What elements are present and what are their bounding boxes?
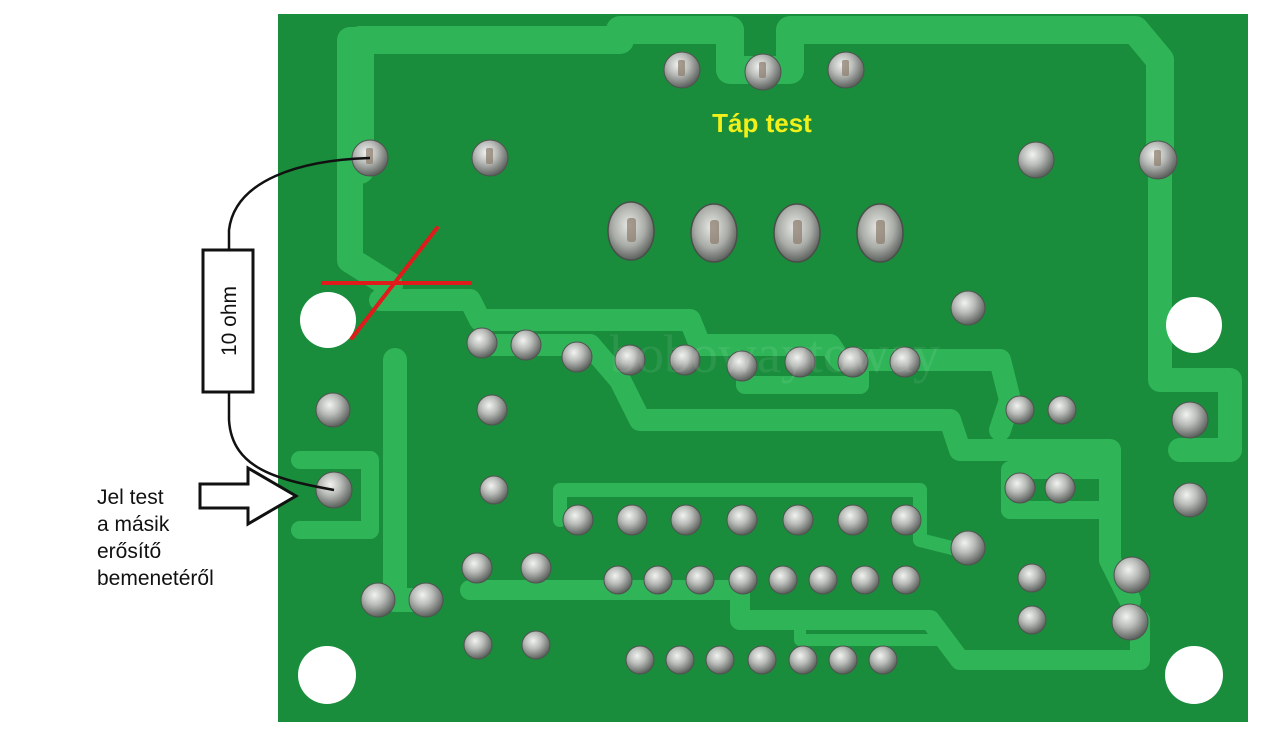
solder-pad	[1017, 563, 1047, 593]
solder-pad	[561, 341, 593, 373]
solder-pad	[461, 552, 493, 584]
solder-pad	[315, 392, 351, 428]
solder-pad	[747, 645, 777, 675]
solder-pad	[1017, 141, 1055, 179]
solder-pad	[726, 504, 758, 536]
pad-pins	[366, 60, 1161, 244]
solder-pad	[625, 645, 655, 675]
watermark: bobowaytoway	[610, 324, 940, 384]
component-lead	[627, 218, 636, 242]
solder-pad	[808, 565, 838, 595]
solder-pad	[1111, 603, 1149, 641]
solder-pad	[670, 504, 702, 536]
solder-pad	[643, 565, 673, 595]
solder-pad	[782, 504, 814, 536]
solder-pad	[1044, 472, 1076, 504]
solder-pad	[479, 475, 509, 505]
component-lead	[678, 60, 685, 76]
solder-pad	[616, 504, 648, 536]
component-lead	[486, 148, 493, 164]
solder-pad	[1017, 605, 1047, 635]
solder-pad	[1172, 482, 1208, 518]
solder-pad	[520, 552, 552, 584]
mounting-hole	[1165, 646, 1223, 704]
solder-pad	[705, 645, 735, 675]
component-lead	[793, 220, 802, 244]
solder-pad	[1113, 556, 1151, 594]
solder-pad	[950, 530, 986, 566]
solder-pad	[828, 645, 858, 675]
note-line: a másik	[97, 513, 170, 536]
solder-pad	[768, 565, 798, 595]
solder-pad	[726, 350, 758, 382]
component-lead	[759, 62, 766, 78]
component-lead	[366, 148, 373, 164]
solder-pad	[890, 504, 922, 536]
solder-pad	[1171, 401, 1209, 439]
solder-pad	[603, 565, 633, 595]
solder-pad	[784, 346, 816, 378]
solder-pad	[1004, 472, 1036, 504]
solder-pad	[476, 394, 508, 426]
solder-pad	[868, 645, 898, 675]
resistor-label: 10 ohm	[218, 286, 241, 356]
mounting-hole	[300, 292, 356, 348]
solder-pad	[837, 346, 869, 378]
solder-pad	[850, 565, 880, 595]
arrow-icon	[198, 465, 299, 527]
solder-pad	[728, 565, 758, 595]
solder-pad	[837, 504, 869, 536]
component-lead	[710, 220, 719, 244]
note-line: erősítő	[97, 540, 162, 563]
resistor-wire	[227, 156, 371, 492]
solder-pad	[950, 290, 986, 326]
solder-pad	[360, 582, 396, 618]
solder-pad	[466, 327, 498, 359]
solder-pad	[408, 582, 444, 618]
component-lead	[876, 220, 885, 244]
solder-pad	[521, 630, 551, 660]
note-line: Jel test	[97, 486, 164, 509]
solder-pad	[889, 346, 921, 378]
solder-pad	[891, 565, 921, 595]
mounting-hole	[1166, 297, 1222, 353]
solder-pad	[685, 565, 715, 595]
component-lead	[842, 60, 849, 76]
solder-pad	[1047, 395, 1077, 425]
solder-pad	[510, 329, 542, 361]
solder-pad	[463, 630, 493, 660]
solder-pads	[315, 51, 1209, 675]
signal-ground-note: Jel test a másik erősítő bemenetéről	[97, 484, 214, 592]
solder-pad	[562, 504, 594, 536]
solder-pad	[614, 344, 646, 376]
solder-pad	[788, 645, 818, 675]
component-lead	[1154, 150, 1161, 166]
resistor-symbol: 10 ohm	[201, 248, 255, 394]
red-cross-mark	[321, 226, 472, 340]
power-ground-label: Táp test	[712, 108, 812, 138]
note-line: bemenetéről	[97, 567, 214, 590]
mounting-holes	[298, 292, 1223, 704]
solder-pad	[665, 645, 695, 675]
mounting-hole	[298, 646, 356, 704]
solder-pad	[669, 344, 701, 376]
solder-pad	[1005, 395, 1035, 425]
